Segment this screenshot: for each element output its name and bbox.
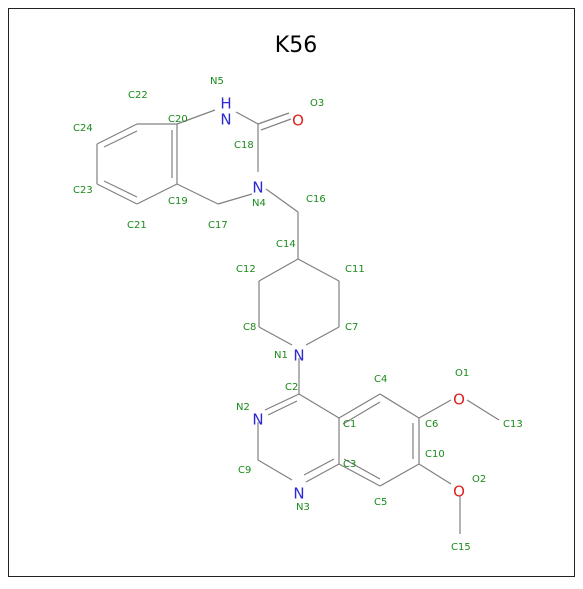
atom-label-c16: C16 [306,194,326,205]
bond-c14-c12 [258,258,299,282]
atom-label-c22: C22 [128,90,148,101]
bond-c4-c6 [379,393,420,419]
bond-c1-c4 [338,393,381,419]
bond-c8-n1 [258,326,293,346]
bond-n5-c18 [235,111,259,125]
atom-label-c6: C6 [425,419,438,430]
bond-c17-c19 [176,183,219,205]
atom-symbol-n2: N [252,411,263,429]
atom-label-n3: N3 [296,502,310,513]
atom-label-c19: C19 [168,196,188,207]
frame-border [8,8,575,577]
bond-c10-c5 [379,463,420,487]
bond-layer [96,109,500,534]
bond-c6-o1 [418,399,452,419]
bond-c21-c23-inner [103,180,138,198]
atom-label-c11: C11 [345,264,365,275]
molecule-title: K56 [275,33,317,58]
bond-o1-c13 [466,399,500,421]
atom-label-c8: C8 [243,322,256,333]
atom-label-c5: C5 [374,497,387,508]
atom-symbol-o1: O [453,391,465,409]
bond-c5-c3-inner [343,458,381,480]
bond-n4-c16 [265,188,299,213]
atom-label-c4: C4 [374,374,387,385]
atom-symbol2-n5: N [220,111,231,129]
atom-label-c14: C14 [276,239,296,250]
bond-c19-c21 [136,183,178,205]
atom-label-o3: O3 [310,98,324,109]
bond-c7-n1 [305,326,340,346]
bond-n4-c17 [217,193,253,205]
bond-c21-c23 [96,183,138,205]
atom-label-n5: N5 [210,76,224,87]
bond-n3-c3-inner [303,458,335,476]
atom-symbol-o3: O [292,112,304,130]
atom-label-c15: C15 [451,542,471,553]
atom-label-n4: N4 [252,198,266,209]
bond-c20-n5 [176,109,216,125]
atom-label-c2: C2 [285,382,298,393]
atom-label-c9: C9 [238,465,251,476]
atom-label-n1: N1 [274,350,288,361]
bond-c9-n3 [257,459,293,481]
bond-c18-o3-a [257,112,290,125]
atom-label-c20: C20 [168,114,188,125]
atom-label-c18: C18 [234,140,254,151]
bond-c24-c22 [96,123,138,145]
atom-label-c21: C21 [127,220,147,231]
bond-c1-c4-inner [342,401,381,425]
atom-label-c3: C3 [343,459,356,470]
atom-symbol-n5: H [220,95,231,113]
bond-c10-o2 [418,463,452,485]
atom-label-c24: C24 [73,123,93,134]
bond-c24-c22-inner [103,130,138,148]
atom-label-c17: C17 [208,220,228,231]
atom-label-o2: O2 [472,474,486,485]
atom-label-c1: C1 [343,419,356,430]
bond-c5-c3 [338,463,381,487]
atom-label-c23: C23 [73,185,93,196]
atom-symbol-o2: O [453,483,465,501]
bond-c1-c2 [298,393,340,419]
atom-symbol-n1: N [293,347,304,365]
bond-c2-n2 [264,393,300,411]
atom-label-c13: C13 [503,419,523,430]
atom-label-n2: N2 [236,402,250,413]
atom-symbol-n4: N [252,179,263,197]
bond-c14-c11 [297,258,340,282]
atom-label-o1: O1 [455,368,469,379]
atom-label-c10: C10 [425,449,445,460]
bond-c18-o3-b [260,118,292,131]
atom-label-c7: C7 [345,322,358,333]
atom-symbol-n3: N [293,485,304,503]
atom-label-c12: C12 [236,264,256,275]
bond-n3-c3 [305,463,340,483]
atom-label-layer: C1C2C3C4C5C6C7C8C9C10C11C12C13C14C15C16C… [73,76,523,553]
bond-c2-n2-inner [267,400,298,416]
